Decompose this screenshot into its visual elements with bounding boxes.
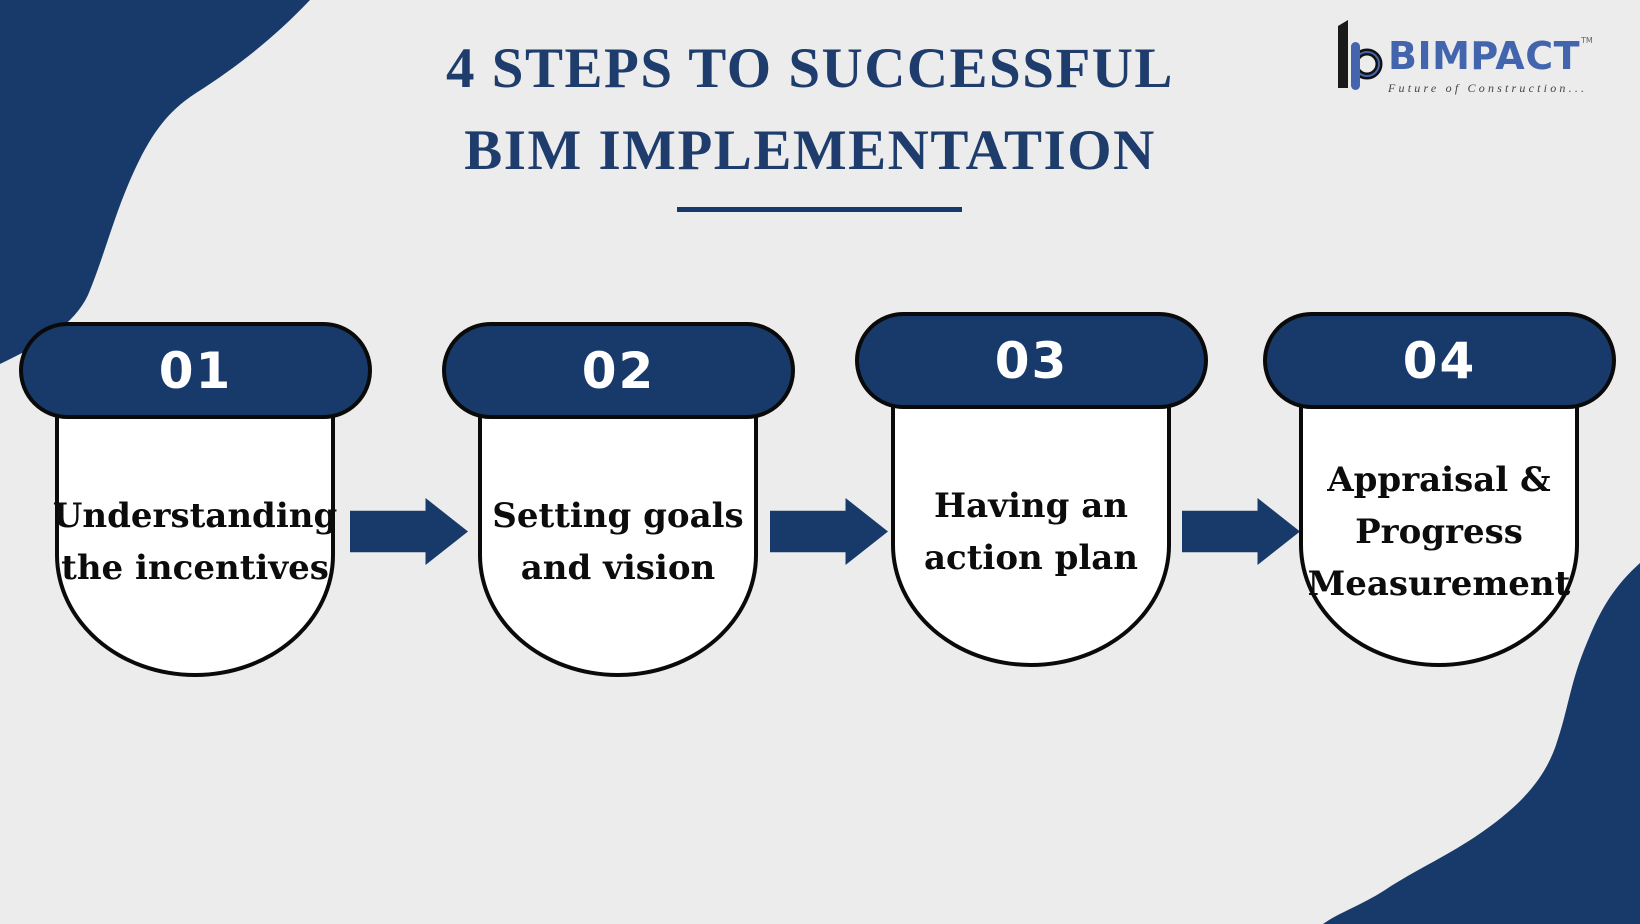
page-title-line2: BIM IMPLEMENTATION	[464, 119, 1156, 182]
step-03-number-pill: 03	[855, 312, 1208, 409]
logo-bimpact: BIMPACT TM Future of Construction...	[1336, 20, 1593, 96]
step-04-label-line2: Progress	[1355, 512, 1523, 552]
step-01-label: Understanding the incentives	[53, 490, 337, 594]
step-01: Understanding the incentives 01	[19, 322, 372, 694]
step-01-label-line1: Understanding	[52, 496, 338, 536]
corner-blob-bottom-right	[1300, 550, 1640, 924]
step-01-label-line2: the incentives	[61, 548, 329, 588]
step-01-number: 01	[158, 341, 233, 400]
step-02-label-line2: and vision	[520, 548, 716, 588]
step-04-label-line3: Measurement	[1307, 564, 1571, 604]
corner-blob-top-left	[0, 0, 340, 380]
step-03-label: Having an action plan	[924, 480, 1138, 584]
page-title: 4 STEPS TO SUCCESSFUL BIM IMPLEMENTATION	[0, 38, 1620, 182]
step-04-number: 04	[1402, 331, 1477, 390]
logo-brand-text: BIMPACT	[1388, 34, 1580, 78]
step-04-label: Appraisal & Progress Measurement	[1308, 454, 1571, 610]
step-02: Setting goals and vision 02	[442, 322, 795, 694]
logo-text-block: BIMPACT TM Future of Construction...	[1388, 20, 1593, 96]
step-03-label-line2: action plan	[923, 538, 1139, 578]
step-01-number-pill: 01	[19, 322, 372, 419]
step-03-label-line1: Having an	[934, 486, 1128, 526]
logo-tagline: Future of Construction...	[1388, 81, 1588, 95]
step-04: Appraisal & Progress Measurement 04	[1263, 312, 1616, 684]
logo-trademark: TM	[1581, 36, 1593, 45]
step-02-label-line1: Setting goals	[492, 496, 744, 536]
step-03: Having an action plan 03	[855, 312, 1208, 684]
step-04-number-pill: 04	[1263, 312, 1616, 409]
page-title-line1: 4 STEPS TO SUCCESSFUL	[446, 37, 1174, 100]
corner-blob-bottom-right-shape	[1323, 563, 1640, 924]
step-03-number: 03	[994, 331, 1069, 390]
step-02-label: Setting goals and vision	[492, 490, 743, 594]
title-underline	[677, 207, 962, 212]
step-02-number-pill: 02	[442, 322, 795, 419]
bimpact-logo-icon	[1338, 20, 1383, 90]
corner-blob-top-left-shape	[0, 0, 310, 364]
step-02-number: 02	[581, 341, 656, 400]
step-04-label-line1: Appraisal &	[1327, 460, 1551, 500]
